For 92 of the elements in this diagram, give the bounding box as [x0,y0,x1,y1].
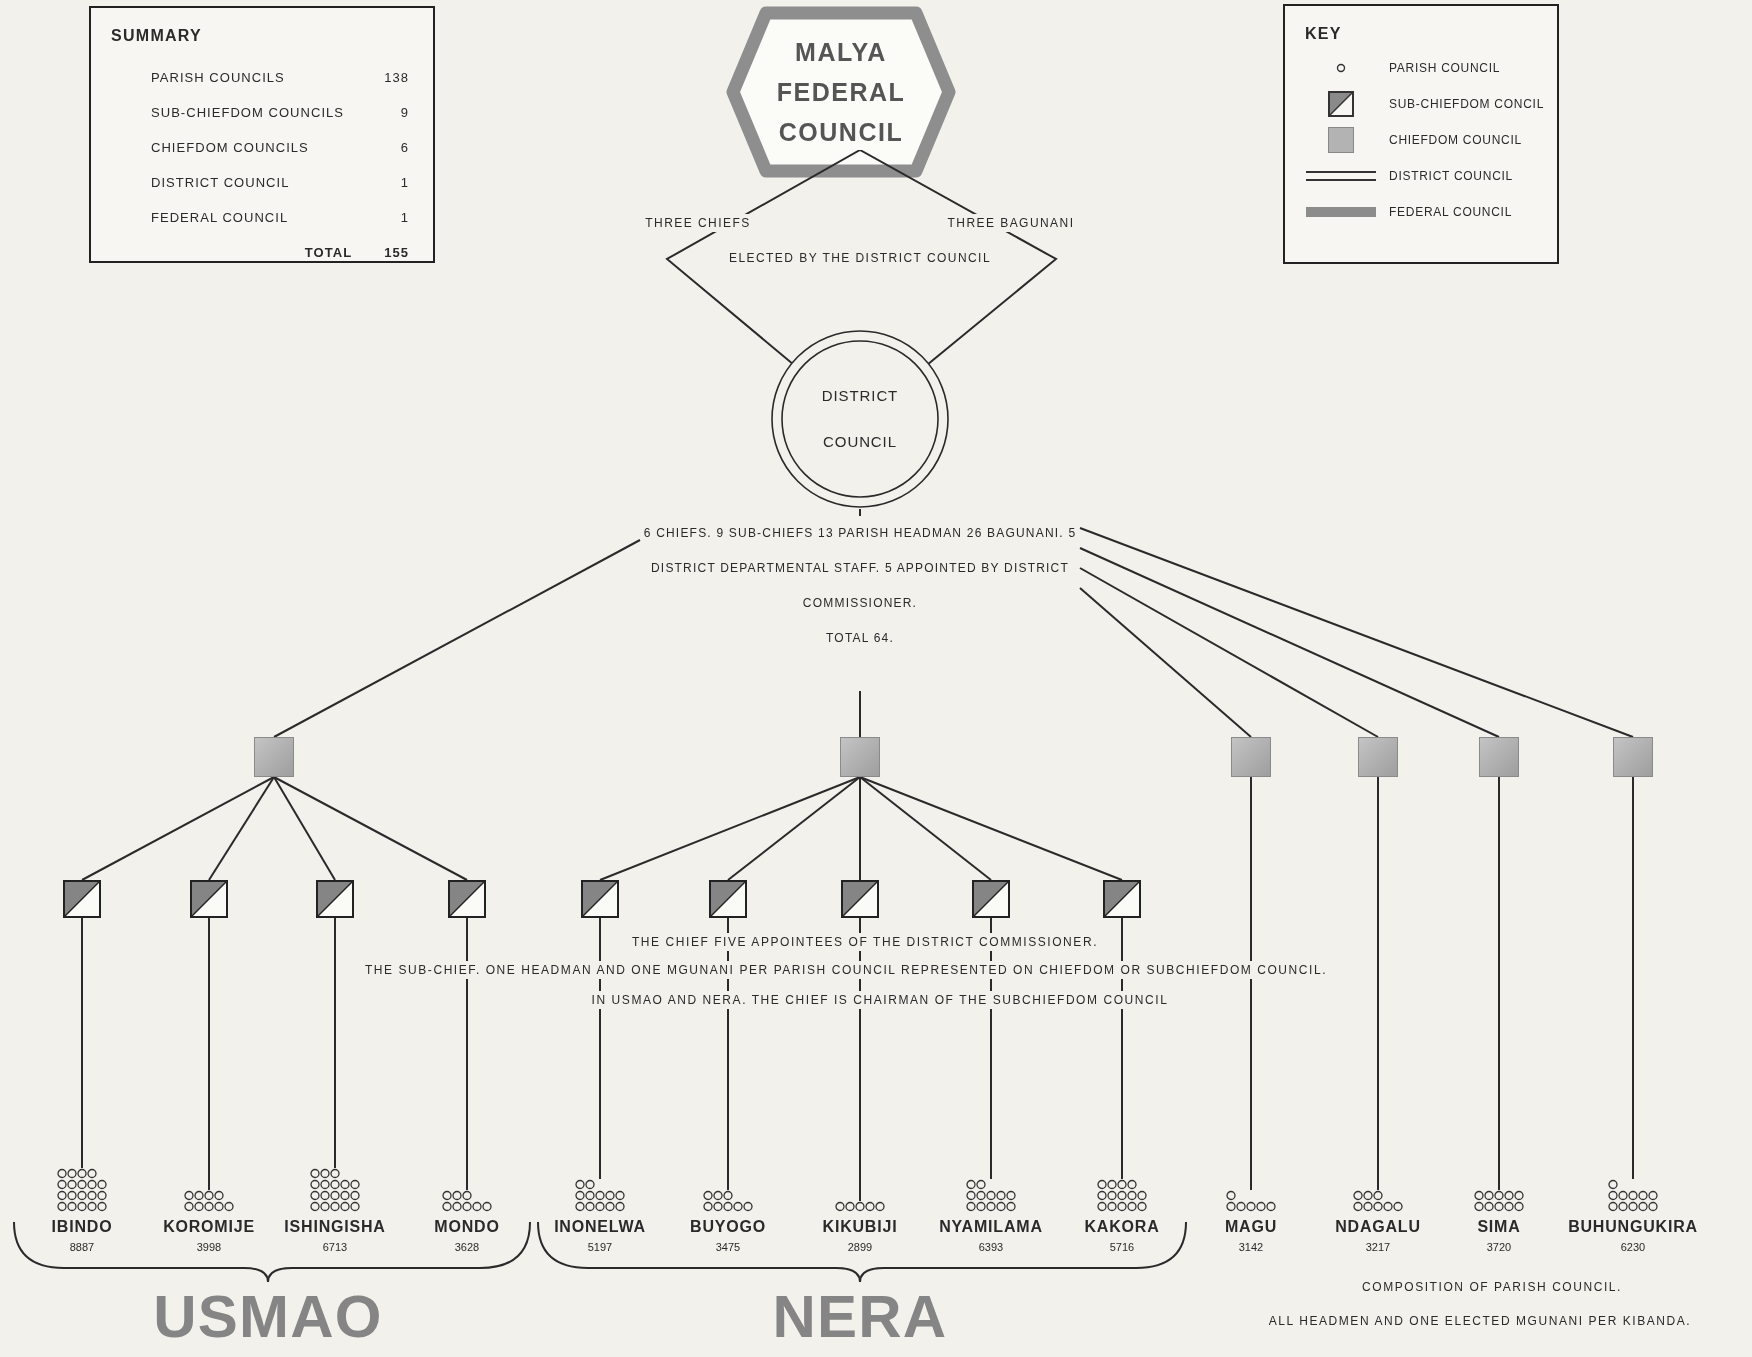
subchiefdom-square [709,880,747,918]
table-label: FEDERAL COUNCIL [151,208,289,227]
population-number: 3217 [1365,1240,1391,1255]
composition-text: 6 CHIEFS. 9 SUB-CHIEFS 13 PARISH HEADMAN 26 BAGUNANI. 5 DISTRICT DEPARTMENTAL STAFF. 5 APPOINTED BY DISTRICT COMMISSIONER. [642,525,1078,612]
population-number: 3998 [196,1240,222,1255]
table-value: 9 [400,103,409,122]
connector-line [273,539,641,738]
chiefdom-square [1231,737,1271,777]
parish-name: MAGU [1224,1217,1278,1237]
population-number: 6230 [1620,1240,1646,1255]
table-value: 1 [400,173,409,192]
subchiefdom-square [841,880,879,918]
connector-line [273,776,336,881]
chiefdom-square [1613,737,1653,777]
subchiefdom-square [316,880,354,918]
parish-name: BUYOGO [690,1217,766,1237]
connector-line [859,776,861,881]
parish-name: BUHUNGUKIRA [1568,1217,1698,1237]
parish-name: MONDO [434,1217,500,1237]
connector-line [334,917,336,1169]
key-box [1283,4,1559,264]
connector-line [859,690,861,738]
chiefdom-square [1358,737,1398,777]
population-number: 3475 [715,1240,741,1255]
population-number: 3628 [454,1240,480,1255]
table-label: DISTRICT COUNCIL [151,173,290,192]
connector-line [599,917,601,1180]
connector-line [859,776,992,881]
group-title: USMAO [153,1284,383,1350]
total-text: TOTAL 64. [826,630,894,647]
council-label: DISTRICT COUNCIL [820,386,900,452]
parish-name: KOROMIJE [163,1217,255,1237]
chiefdom-square [254,737,294,777]
connector-line [1121,917,1123,1180]
connector-line [273,776,468,881]
connector-line [81,776,275,881]
legend-label: DISTRICT COUNCIL [1389,168,1513,185]
population-number: 6393 [978,1240,1004,1255]
population-number: 3720 [1486,1240,1512,1255]
population-number: 3142 [1238,1240,1264,1255]
subchiefdom-square [581,880,619,918]
parish-name: IBINDO [51,1217,113,1237]
connector-line [859,508,861,517]
parish-name: KIKUBIJI [822,1217,898,1237]
legend-label: CHIEFDOM COUNCIL [1389,132,1522,149]
table-value: 155 [384,243,409,262]
key-heading: KEY [1305,24,1342,44]
table-value: 1 [400,208,409,227]
subchiefdom-square [1103,880,1141,918]
group-title: NERA [772,1284,948,1350]
connector-line [208,776,275,881]
connector-line [466,917,468,1191]
table-label: TOTAL [304,243,353,262]
connector-line [208,917,210,1191]
population-number: 6713 [322,1240,348,1255]
subchiefdom-square [448,880,486,918]
legend-label: PARISH COUNCIL [1389,60,1501,77]
population-number: 5716 [1109,1240,1135,1255]
connector-line [1377,776,1379,1191]
connector-line [1498,776,1500,1191]
table-label: PARISH COUNCILS [151,68,285,87]
connector-line [1079,587,1252,738]
table-value: 6 [400,138,409,157]
connector-line [1250,776,1252,1191]
legend-label: SUB-CHIEFDOM CONCIL [1389,96,1545,113]
subchiefdom-square [63,880,101,918]
population-number: 8887 [69,1240,95,1255]
parish-name: NDAGALU [1335,1217,1421,1237]
connector-line [727,776,861,881]
subchiefdom-square [972,880,1010,918]
connector-line [81,917,83,1169]
parish-name: INONELWA [554,1217,646,1237]
connector-line [1079,527,1634,738]
legend-label: FEDERAL COUNCIL [1389,204,1513,221]
population-number: 5197 [587,1240,613,1255]
summary-heading: SUMMARY [111,26,203,46]
table-label: CHIEFDOM COUNCILS [151,138,309,157]
subchiefdom-square [190,880,228,918]
table-value: 138 [384,68,409,87]
connector-line [1079,567,1379,738]
connector-line [1079,547,1500,738]
summary-box [89,6,435,263]
table-label: SUB-CHIEFDOM COUNCILS [151,103,345,122]
parish-name: ISHINGISHA [284,1217,386,1237]
parish-name: SIMA [1477,1217,1521,1237]
connector-line [1632,776,1634,1180]
parish-name: KAKORA [1084,1217,1160,1237]
population-number: 2899 [847,1240,873,1255]
chiefdom-square [840,737,880,777]
parish-name: NYAMILAMA [939,1217,1043,1237]
chiefdom-square [1479,737,1519,777]
council-title: MALYA FEDERAL COUNCIL [775,37,907,148]
